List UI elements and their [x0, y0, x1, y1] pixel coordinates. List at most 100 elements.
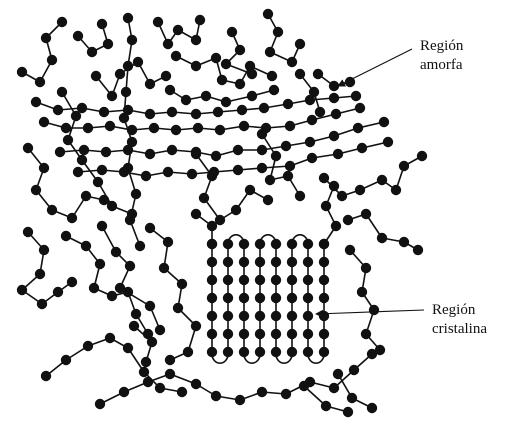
monomer-unit — [256, 162, 268, 174]
monomer-unit — [170, 50, 182, 62]
monomer-unit — [56, 86, 68, 98]
monomer-unit — [304, 94, 316, 106]
monomer-unit — [374, 344, 386, 356]
monomer-unit — [318, 172, 330, 184]
monomer-unit — [206, 346, 218, 358]
monomer-unit — [302, 310, 314, 322]
monomer-unit — [126, 136, 138, 148]
monomer-unit — [22, 142, 34, 154]
monomer-unit — [254, 346, 266, 358]
monomer-unit — [118, 386, 130, 398]
monomer-unit — [320, 400, 332, 412]
monomer-unit — [82, 122, 94, 134]
monomer-unit — [60, 354, 72, 366]
monomer-unit — [190, 320, 202, 332]
monomer-unit — [40, 370, 52, 382]
monomer-unit — [352, 122, 364, 134]
monomer-unit — [216, 74, 228, 86]
monomer-unit — [270, 238, 282, 250]
monomer-unit — [328, 92, 340, 104]
monomer-unit — [244, 60, 256, 72]
monomer-unit — [328, 80, 340, 92]
monomer-unit — [138, 366, 150, 378]
polymer-chain — [21, 21, 63, 83]
monomer-unit — [126, 208, 138, 220]
monomer-unit — [234, 78, 246, 90]
monomer-unit — [114, 282, 126, 294]
monomer-unit — [332, 148, 344, 160]
monomer-unit — [302, 292, 314, 304]
monomer-unit — [328, 382, 340, 394]
monomer-unit — [360, 328, 372, 340]
monomer-unit — [222, 274, 234, 286]
monomer-unit — [206, 256, 218, 268]
monomer-unit — [16, 66, 28, 78]
monomer-unit — [96, 220, 108, 232]
polymer-chain — [323, 185, 337, 245]
monomer-unit — [238, 346, 250, 358]
monomer-unit — [222, 292, 234, 304]
monomer-unit — [286, 292, 298, 304]
monomer-unit — [106, 200, 118, 212]
monomer-unit — [106, 90, 118, 102]
monomer-unit — [30, 96, 42, 108]
monomer-unit — [130, 188, 142, 200]
polymer-chain — [149, 227, 197, 361]
monomer-unit — [238, 256, 250, 268]
monomer-unit — [236, 104, 248, 116]
monomer-unit — [206, 170, 218, 182]
monomer-unit — [270, 292, 282, 304]
monomer-unit — [398, 160, 410, 172]
monomer-unit — [336, 190, 348, 202]
monomer-unit — [38, 162, 50, 174]
monomer-unit — [192, 122, 204, 134]
monomer-unit — [344, 76, 356, 88]
monomer-unit — [264, 46, 276, 58]
monomer-unit — [118, 112, 130, 124]
monomer-unit — [104, 120, 116, 132]
monomer-unit — [302, 256, 314, 268]
monomer-unit — [140, 170, 152, 182]
monomer-unit — [284, 120, 296, 132]
monomer-unit — [264, 174, 276, 186]
monomer-unit — [318, 346, 330, 358]
monomer-unit — [286, 56, 298, 68]
monomer-unit — [144, 78, 156, 90]
monomer-unit — [302, 238, 314, 250]
monomer-unit — [390, 184, 402, 196]
monomer-unit — [166, 144, 178, 156]
monomer-unit — [180, 94, 192, 106]
monomer-unit — [234, 394, 246, 406]
monomer-unit — [346, 392, 358, 404]
monomer-unit — [126, 124, 138, 136]
monomer-unit — [342, 214, 354, 226]
monomer-unit — [302, 346, 314, 358]
monomer-unit — [256, 128, 268, 140]
monomer-unit — [46, 54, 58, 66]
monomer-unit — [254, 328, 266, 340]
monomer-unit — [154, 382, 166, 394]
monomer-unit — [120, 86, 132, 98]
monomer-unit — [34, 268, 46, 280]
monomer-unit — [172, 302, 184, 314]
monomer-unit — [144, 222, 156, 234]
monomer-unit — [360, 262, 372, 274]
monomer-unit — [270, 256, 282, 268]
monomer-unit — [244, 184, 256, 196]
monomer-unit — [298, 380, 310, 392]
monomer-unit — [376, 232, 388, 244]
monomer-unit — [206, 220, 218, 232]
monomer-unit — [76, 154, 88, 166]
monomer-unit — [294, 190, 306, 202]
monomer-unit — [206, 292, 218, 304]
monomer-unit — [54, 146, 66, 158]
monomer-unit — [308, 86, 320, 98]
monomer-unit — [212, 106, 224, 118]
monomer-unit — [206, 238, 218, 250]
monomer-unit — [176, 386, 188, 398]
monomer-unit — [238, 328, 250, 340]
monomer-unit — [222, 310, 234, 322]
monomer-unit — [330, 220, 342, 232]
monomer-unit — [56, 16, 68, 28]
